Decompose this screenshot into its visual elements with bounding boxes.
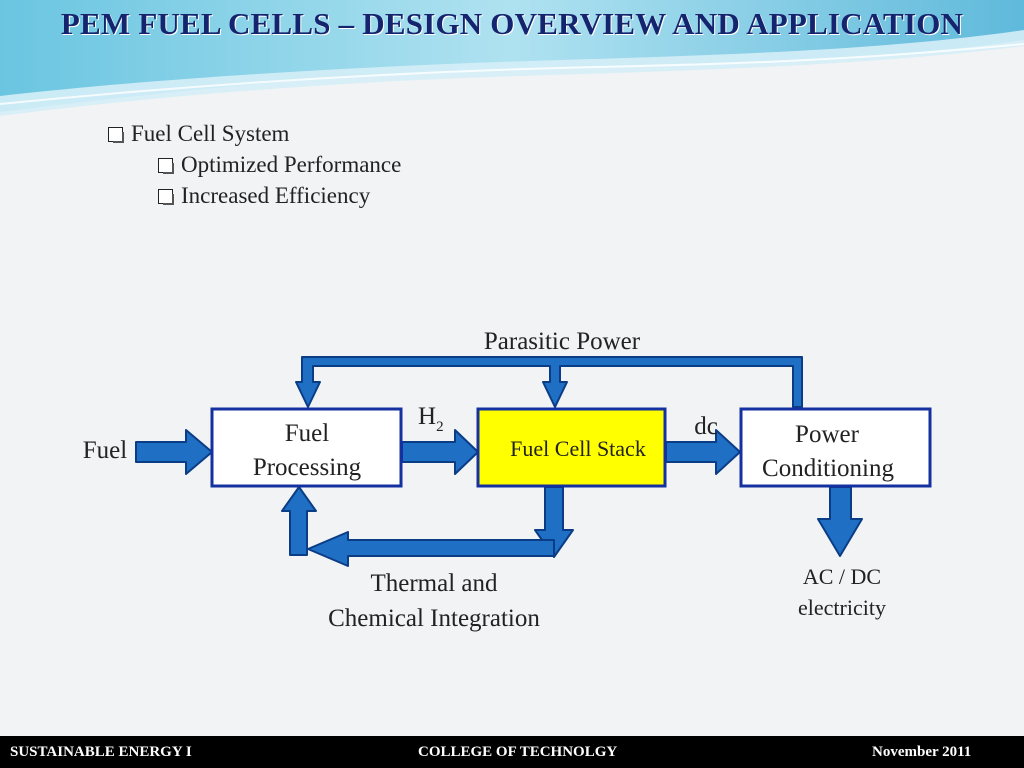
- checkbox-bullet-icon: [158, 189, 173, 204]
- thermal-feedback-arrow: [307, 531, 555, 567]
- bullet-increased-efficiency: Increased Efficiency: [108, 180, 401, 211]
- dc-label: dc: [694, 413, 718, 440]
- header-wave: [0, 0, 1024, 120]
- checkbox-bullet-icon: [108, 127, 123, 142]
- fuel-cell-stack-box: [476, 407, 667, 488]
- output-label-1: AC / DC: [803, 564, 881, 589]
- thermal-return-arrow: [281, 486, 317, 556]
- thermal-integration-label-2: Chemical Integration: [328, 605, 540, 632]
- bullet-optimized-performance: Optimized Performance: [108, 149, 401, 180]
- parasitic-power-loop-arrow: [295, 356, 803, 408]
- output-label-2: electricity: [798, 595, 886, 620]
- fuel-input-arrow: [135, 429, 213, 475]
- h2-label: H2: [418, 403, 444, 435]
- h2-arrow: [401, 429, 479, 475]
- power-conditioning-label-2: Conditioning: [762, 455, 894, 482]
- footer-course: SUSTAINABLE ENERGY I: [10, 744, 192, 760]
- fuel-processing-box: [210, 407, 403, 488]
- ac-dc-output-arrow: [817, 486, 863, 557]
- slide-title: PEM FUEL CELLS – DESIGN OVERVIEW AND APP…: [60, 6, 964, 41]
- dc-arrow: [665, 429, 741, 475]
- bullet-fuel-cell-system: Fuel Cell System: [108, 118, 401, 149]
- power-conditioning-box: [739, 407, 932, 488]
- footer-bar: SUSTAINABLE ENERGY I COLLEGE OF TECHNOLG…: [0, 736, 1024, 768]
- fuel-processing-label-1: Fuel: [285, 420, 330, 447]
- footer-college: COLLEGE OF TECHNOLGY: [418, 744, 618, 760]
- fuel-processing-label-2: Processing: [253, 454, 362, 481]
- thermal-integration-label-1: Thermal and: [370, 570, 498, 597]
- checkbox-bullet-icon: [158, 158, 173, 173]
- footer-date: November 2011: [872, 744, 972, 760]
- power-conditioning-label-1: Power: [795, 421, 860, 448]
- parasitic-power-label: Parasitic Power: [484, 328, 641, 355]
- fuel-cell-stack-label: Fuel Cell Stack: [510, 436, 646, 461]
- fuel-input-label: Fuel: [83, 437, 128, 464]
- bullet-list: Fuel Cell System Optimized Performance I…: [108, 118, 401, 211]
